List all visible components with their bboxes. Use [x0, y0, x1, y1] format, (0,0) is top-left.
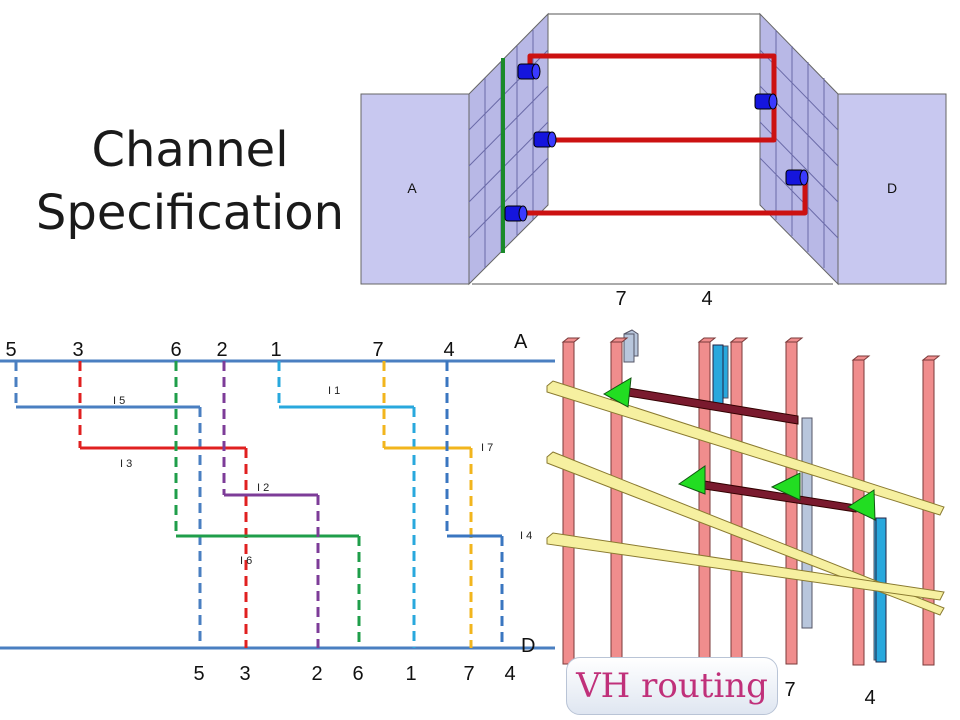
top-pin-label: 4 [443, 339, 454, 361]
box-right-label: D [887, 180, 897, 196]
net-6 [174, 361, 361, 648]
bottom-pin-label: 1 [405, 663, 416, 685]
bottom-pin-label: 4 [504, 663, 515, 685]
grid-label-4: 4 [864, 687, 875, 709]
title-line-1: Channel [91, 122, 289, 178]
arrow-icon [677, 465, 706, 495]
pins [504, 63, 809, 222]
channel-side-top: A [514, 331, 528, 353]
net-1 [277, 361, 416, 648]
box-left-label: A [407, 180, 417, 196]
channel-box: A D 7 4 [360, 12, 947, 310]
interval-label: I 5 [113, 395, 125, 407]
red-wire-lower [515, 177, 808, 216]
top-pin-label: 2 [216, 339, 227, 361]
pin-icon [754, 93, 778, 110]
top-pin-label: 3 [72, 339, 83, 361]
pin-icon [517, 63, 541, 80]
top-pin-label: 6 [170, 339, 181, 361]
interval-label: I 3 [120, 458, 132, 470]
interval-label: I 6 [240, 555, 252, 567]
pin-icon [504, 205, 528, 222]
arrow-icon [770, 472, 801, 501]
vh-routing-grid: 7 4 [546, 329, 945, 709]
red-wire-upper [527, 53, 777, 143]
left-block-face [468, 12, 549, 286]
interval-label: I 2 [257, 482, 269, 494]
top-pin-label: 5 [5, 339, 16, 361]
net-2 [222, 361, 320, 648]
pin-icon [785, 169, 809, 186]
arrow-icon [602, 377, 632, 408]
bottom-pin-label: 6 [352, 663, 363, 685]
net-7 [382, 361, 473, 648]
channel-side-bottom: D [521, 635, 535, 657]
bottom-pin-label: 5 [193, 663, 204, 685]
title-line-2: Specification [35, 185, 345, 241]
net-5 [14, 361, 202, 648]
bottom-pin-label: 3 [239, 663, 250, 685]
vh-routing-badge: VH routing [566, 657, 778, 715]
top-pin-label: 1 [270, 339, 281, 361]
interval-label: I 1 [328, 385, 340, 397]
net-4 [445, 361, 504, 648]
channel-routing: A D [0, 331, 555, 685]
interval-label: I 4 [520, 530, 532, 542]
interval-label: I 7 [481, 442, 493, 454]
pin-icon [533, 131, 557, 148]
grid-label-7: 7 [784, 679, 795, 701]
bottom-pin-label: 7 [463, 663, 474, 685]
box-bottom-label-4: 4 [701, 288, 712, 310]
pillar [730, 341, 743, 665]
net-3 [78, 361, 248, 648]
box-bottom-label-7: 7 [615, 288, 626, 310]
arrow-icon [846, 489, 876, 521]
pillar [698, 341, 711, 665]
top-pin-label: 7 [372, 339, 383, 361]
bottom-pin-label: 2 [311, 663, 322, 685]
